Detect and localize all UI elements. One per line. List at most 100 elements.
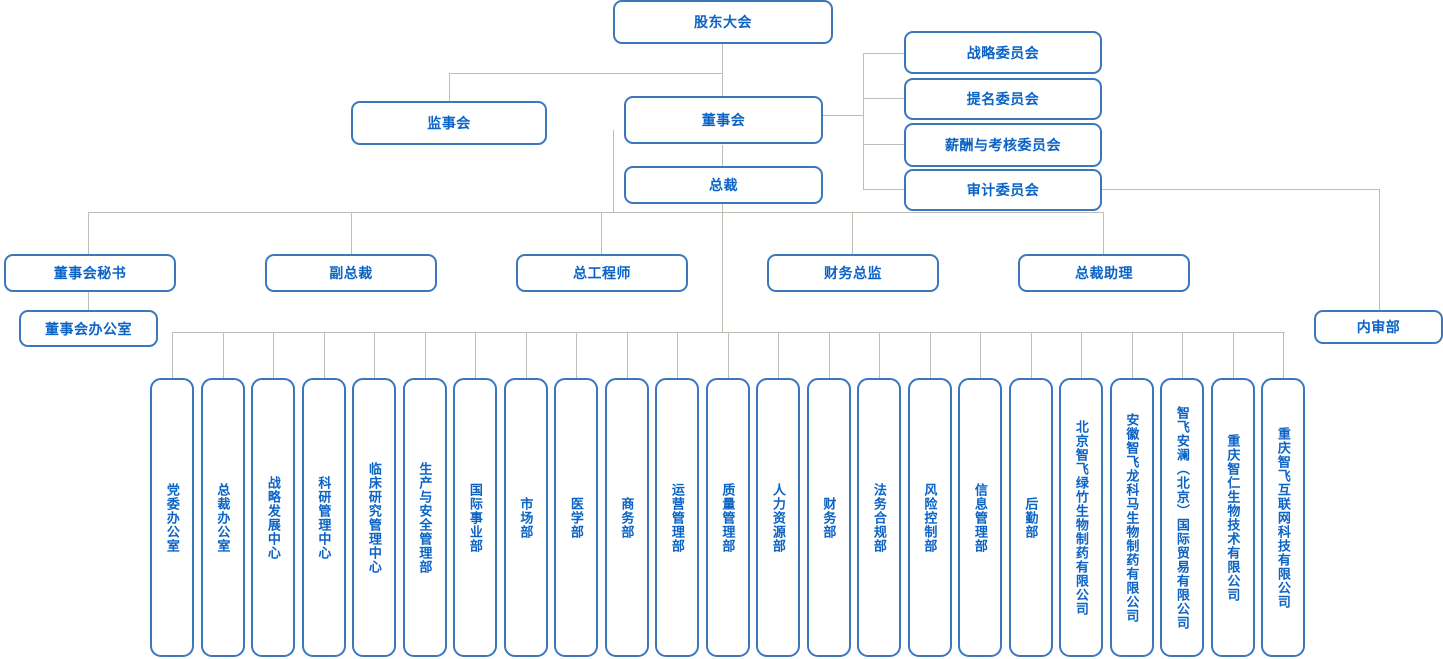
node-department-8[interactable]: 市场部 <box>503 378 548 657</box>
node-department-1[interactable]: 党委办公室 <box>150 378 194 657</box>
node-committee-strategy[interactable]: 战略委员会 <box>904 31 1102 74</box>
connector-committee-4 <box>863 189 904 190</box>
node-department-11[interactable]: 运营管理部 <box>655 378 699 657</box>
node-department-17[interactable]: 信息管理部 <box>958 378 1002 657</box>
connector-dept-drop-15 <box>879 332 880 378</box>
connector-secretary-to-office <box>88 292 89 310</box>
node-internal-audit[interactable]: 内审部 <box>1314 310 1443 344</box>
node-department-21[interactable]: 智飞安澜（北京）国际贸易有限公司 <box>1160 378 1204 657</box>
connector-dept-drop-18 <box>1030 332 1032 378</box>
department-label: 商务部 <box>619 496 635 539</box>
department-label: 财务部 <box>821 496 837 539</box>
node-vice-president[interactable]: 副总裁 <box>265 254 437 292</box>
department-label: 安徽智飞龙科马生物制药有限公司 <box>1124 412 1140 623</box>
connector-dept-drop-3 <box>273 332 274 378</box>
department-label: 市场部 <box>518 496 534 539</box>
connector-dept-drop-16 <box>929 332 931 378</box>
department-label: 北京智飞绿竹生物制药有限公司 <box>1073 419 1089 616</box>
connector-dept-drop-22 <box>1232 332 1234 378</box>
connector-supervisors-drop <box>449 73 450 101</box>
connector-dept-drop-14 <box>828 332 830 378</box>
connector-dept-drop-23 <box>1283 332 1284 378</box>
connector-department-bar <box>172 332 1285 333</box>
node-department-12[interactable]: 质量管理部 <box>705 378 750 657</box>
connector-committee-2 <box>863 98 904 99</box>
node-department-2[interactable]: 总裁办公室 <box>200 378 245 657</box>
node-department-16[interactable]: 风险控制部 <box>907 378 952 657</box>
department-label: 党委办公室 <box>164 482 180 553</box>
connector-shareholders-to-board <box>722 44 723 101</box>
node-department-14[interactable]: 财务部 <box>806 378 851 657</box>
connector-exec-drop-1 <box>88 212 89 254</box>
node-department-5[interactable]: 临床研究管理中心 <box>352 378 396 657</box>
connector-executive-bar <box>88 212 1104 213</box>
connector-dept-drop-5 <box>374 332 375 378</box>
node-department-15[interactable]: 法务合规部 <box>857 378 901 657</box>
connector-board-secretary-spine <box>613 130 614 212</box>
department-label: 战略发展中心 <box>265 475 281 560</box>
node-cfo[interactable]: 财务总监 <box>767 254 939 292</box>
connector-dept-drop-11 <box>677 332 678 378</box>
node-department-7[interactable]: 国际事业部 <box>453 378 497 657</box>
department-label: 国际事业部 <box>467 482 483 553</box>
department-label: 重庆智仁生物技术有限公司 <box>1225 433 1241 602</box>
node-board-office[interactable]: 董事会办公室 <box>19 310 158 347</box>
node-department-10[interactable]: 商务部 <box>604 378 649 657</box>
connector-dept-drop-12 <box>727 332 729 378</box>
node-department-22[interactable]: 重庆智仁生物技术有限公司 <box>1210 378 1255 657</box>
connector-dept-drop-2 <box>222 332 224 378</box>
node-department-6[interactable]: 生产与安全管理部 <box>402 378 447 657</box>
connector-exec-drop-5 <box>1103 212 1104 254</box>
connector-dept-drop-9 <box>576 332 577 378</box>
connector-committee-3 <box>863 144 904 145</box>
connector-audit-to-internal-audit <box>1102 189 1379 190</box>
department-label: 科研管理中心 <box>316 475 332 560</box>
node-president-assistant[interactable]: 总裁助理 <box>1018 254 1190 292</box>
node-committee-nomination[interactable]: 提名委员会 <box>904 78 1102 120</box>
node-board-of-directors[interactable]: 董事会 <box>624 96 823 144</box>
node-department-4[interactable]: 科研管理中心 <box>301 378 346 657</box>
connector-board-to-president <box>722 145 723 167</box>
connector-exec-drop-2 <box>351 212 352 254</box>
node-department-19[interactable]: 北京智飞绿竹生物制药有限公司 <box>1059 378 1103 657</box>
connector-dept-drop-6 <box>424 332 426 378</box>
node-department-9[interactable]: 医学部 <box>554 378 598 657</box>
node-department-18[interactable]: 后勤部 <box>1008 378 1053 657</box>
connector-committee-1 <box>863 53 904 54</box>
department-label: 信息管理部 <box>972 482 988 553</box>
node-department-23[interactable]: 重庆智飞互联网科技有限公司 <box>1261 378 1305 657</box>
department-label: 重庆智飞互联网科技有限公司 <box>1275 426 1291 609</box>
department-label: 人力资源部 <box>770 482 786 553</box>
connector-committees-spine <box>863 53 864 189</box>
department-label: 运营管理部 <box>669 482 685 553</box>
node-committee-remuneration[interactable]: 薪酬与考核委员会 <box>904 123 1102 167</box>
connector-president-to-depts <box>722 204 723 332</box>
connector-dept-drop-4 <box>323 332 325 378</box>
node-committee-audit[interactable]: 审计委员会 <box>904 169 1102 211</box>
connector-dept-drop-8 <box>525 332 527 378</box>
department-label: 智飞安澜（北京）国际贸易有限公司 <box>1174 405 1190 630</box>
node-shareholders-meeting[interactable]: 股东大会 <box>613 0 833 44</box>
department-label: 总裁办公室 <box>215 482 231 553</box>
node-department-20[interactable]: 安徽智飞龙科马生物制药有限公司 <box>1109 378 1154 657</box>
connector-dept-drop-13 <box>778 332 779 378</box>
node-board-of-supervisors[interactable]: 监事会 <box>351 101 547 145</box>
department-label: 医学部 <box>568 496 584 539</box>
connector-dept-drop-10 <box>626 332 628 378</box>
department-label: 生产与安全管理部 <box>417 461 433 574</box>
node-department-3[interactable]: 战略发展中心 <box>251 378 295 657</box>
connector-dept-drop-7 <box>475 332 476 378</box>
node-department-13[interactable]: 人力资源部 <box>756 378 800 657</box>
node-board-secretary[interactable]: 董事会秘书 <box>4 254 176 292</box>
department-label: 质量管理部 <box>720 482 736 553</box>
department-label: 临床研究管理中心 <box>366 461 382 574</box>
node-president[interactable]: 总裁 <box>624 166 823 204</box>
node-chief-engineer[interactable]: 总工程师 <box>516 254 688 292</box>
department-label: 法务合规部 <box>871 482 887 553</box>
department-label: 风险控制部 <box>922 482 938 553</box>
connector-dept-drop-19 <box>1081 332 1082 378</box>
connector-board-to-supervisors <box>449 73 723 74</box>
connector-exec-drop-3 <box>601 212 602 254</box>
connector-board-to-committees <box>823 115 863 116</box>
